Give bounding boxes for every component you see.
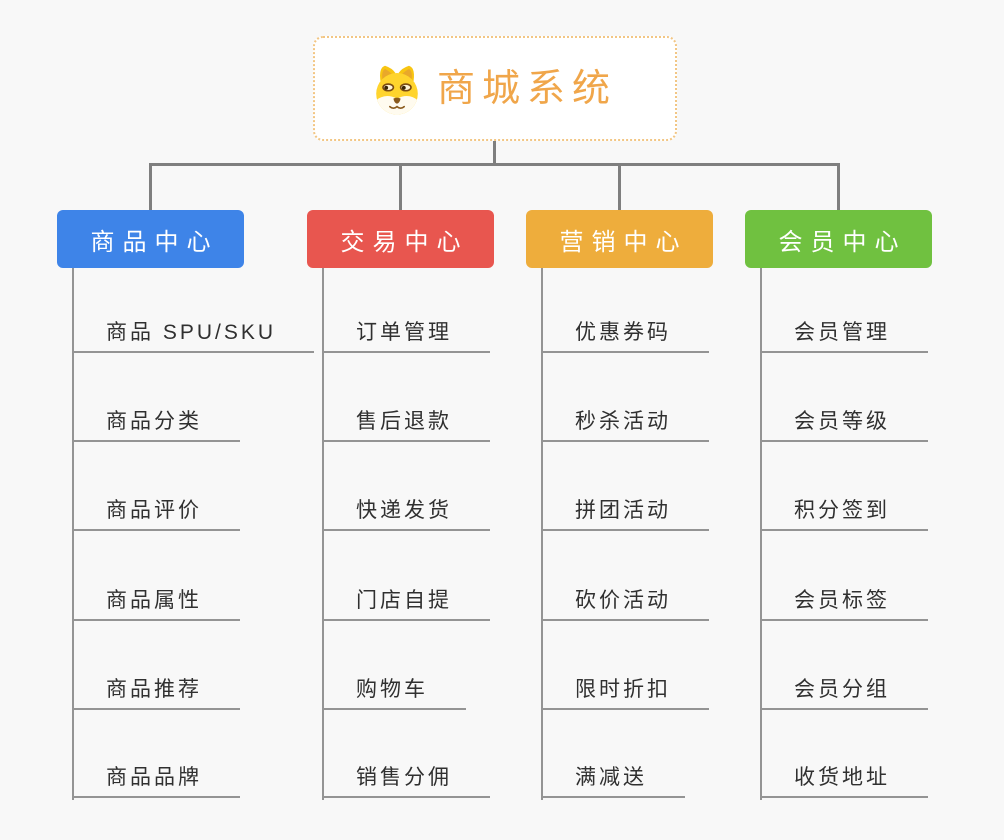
leaf-item[interactable]: 秒杀活动	[543, 408, 709, 442]
leaf-item[interactable]: 优惠券码	[543, 319, 709, 353]
leaf-item[interactable]: 会员标签	[762, 587, 928, 621]
leaf-item[interactable]: 商品分类	[74, 408, 240, 442]
leaf-item[interactable]: 会员等级	[762, 408, 928, 442]
connector-drop-marketing	[618, 166, 621, 210]
branch-node-member-center[interactable]: 会员中心	[745, 210, 932, 268]
connector-horizontal-bus	[149, 163, 840, 166]
connector-root-vertical	[493, 141, 496, 163]
leaf-item[interactable]: 商品推荐	[74, 676, 240, 710]
leaf-column-product: 商品 SPU/SKU 商品分类 商品评价 商品属性 商品推荐 商品品牌	[72, 268, 315, 800]
leaf-column-member: 会员管理 会员等级 积分签到 会员标签 会员分组 收货地址	[760, 268, 928, 800]
dog-face-icon	[376, 65, 418, 115]
root-title: 商城系统	[436, 67, 617, 110]
leaf-item[interactable]: 满减送	[543, 764, 685, 798]
leaf-item[interactable]: 商品 SPU/SKU	[74, 319, 315, 353]
leaf-item[interactable]: 会员分组	[762, 676, 928, 710]
branch-node-marketing-center[interactable]: 营销中心	[526, 210, 713, 268]
leaf-item[interactable]: 商品品牌	[74, 764, 240, 798]
leaf-item[interactable]: 快递发货	[324, 497, 490, 531]
leaf-item[interactable]: 销售分佣	[324, 764, 490, 798]
leaf-item[interactable]: 购物车	[324, 676, 466, 710]
leaf-column-trade: 订单管理 售后退款 快递发货 门店自提 购物车 销售分佣	[322, 268, 490, 800]
leaf-item[interactable]: 商品评价	[74, 497, 240, 531]
branch-node-trade-center[interactable]: 交易中心	[307, 210, 494, 268]
leaf-item[interactable]: 积分签到	[762, 497, 928, 531]
leaf-item[interactable]: 收货地址	[762, 764, 928, 798]
leaf-item[interactable]: 门店自提	[324, 587, 490, 621]
branch-node-product-center[interactable]: 商品中心	[57, 210, 244, 268]
leaf-item[interactable]: 售后退款	[324, 408, 490, 442]
leaf-item[interactable]: 拼团活动	[543, 497, 709, 531]
root-node[interactable]: 商城系统	[313, 36, 677, 141]
leaf-item[interactable]: 会员管理	[762, 319, 928, 353]
connector-drop-member	[837, 166, 840, 210]
leaf-item[interactable]: 限时折扣	[543, 676, 709, 710]
connector-drop-product	[149, 166, 152, 210]
leaf-item[interactable]: 商品属性	[74, 587, 240, 621]
connector-drop-trade	[399, 166, 402, 210]
leaf-column-marketing: 优惠券码 秒杀活动 拼团活动 砍价活动 限时折扣 满减送	[541, 268, 709, 800]
leaf-item[interactable]: 订单管理	[324, 319, 490, 353]
leaf-item[interactable]: 砍价活动	[543, 587, 709, 621]
